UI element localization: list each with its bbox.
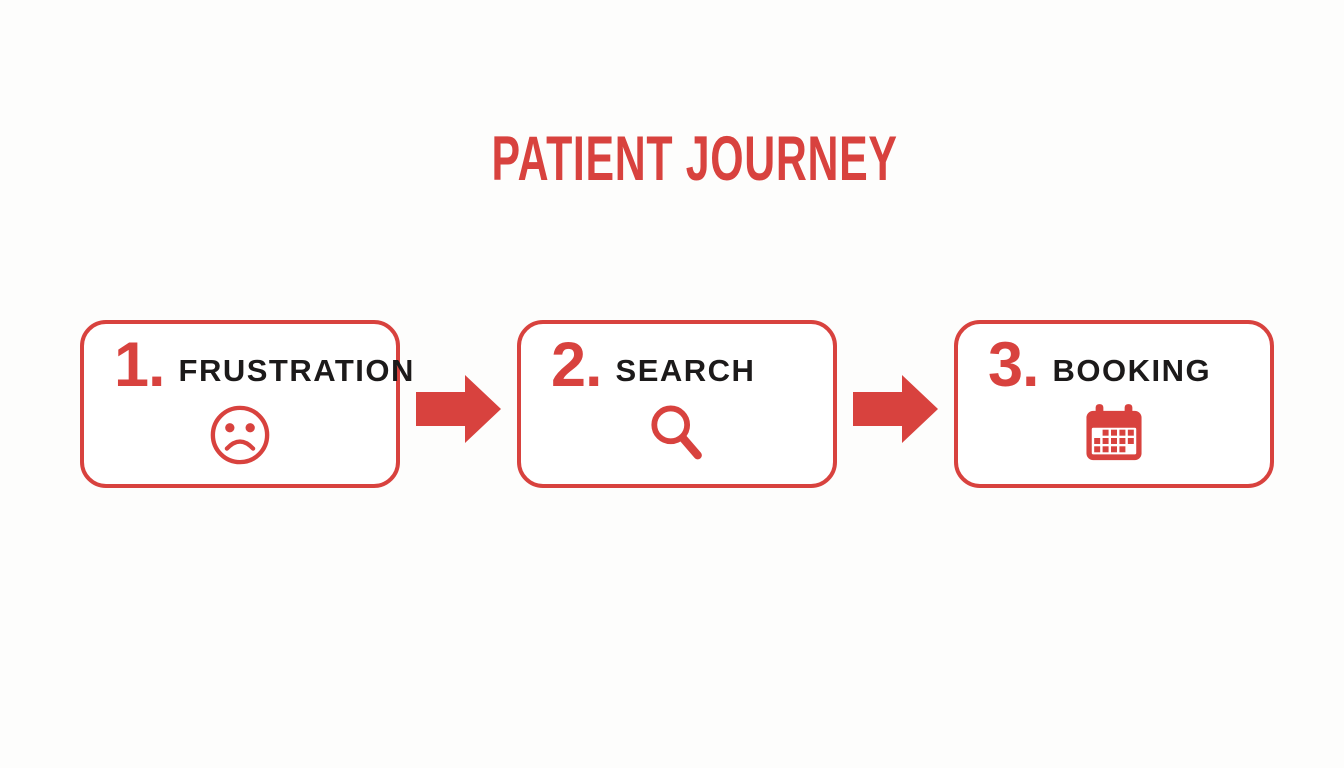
step-number: 1. — [114, 330, 166, 400]
search-icon — [521, 403, 833, 467]
step-label: FRUSTRATION — [178, 352, 415, 388]
page-title: PATIENT JOURNEY — [0, 128, 1344, 191]
step-label: SEARCH — [615, 352, 756, 388]
step-label: BOOKING — [1052, 352, 1212, 388]
step-header: 3. BOOKING — [988, 334, 1270, 397]
step-box-booking: 3. BOOKING — [954, 320, 1274, 488]
journey-flow: 1. FRUSTRATION 2. SEARCH — [80, 320, 1274, 488]
step-box-frustration: 1. FRUSTRATION — [80, 320, 413, 488]
step-box-search: 2. SEARCH — [517, 320, 837, 488]
arrow-right-icon — [837, 364, 954, 444]
step-number: 2. — [551, 330, 603, 400]
calendar-icon — [958, 403, 1270, 467]
sad-face-icon — [84, 403, 396, 467]
step-header: 1. FRUSTRATION — [114, 330, 413, 400]
page-title-text: PATIENT JOURNEY — [491, 124, 899, 194]
step-header: 2. SEARCH — [551, 334, 833, 397]
arrow-right-icon — [400, 364, 517, 444]
step-number: 3. — [988, 330, 1040, 400]
